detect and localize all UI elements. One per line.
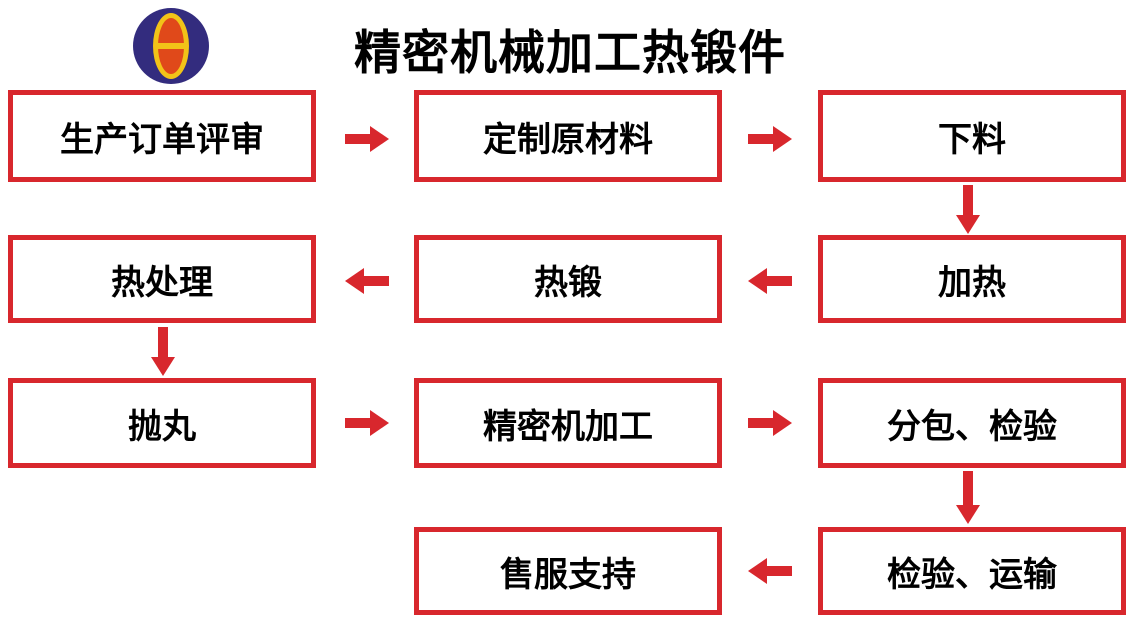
arrow-right-icon xyxy=(748,410,792,436)
node-heating: 加热 xyxy=(818,235,1126,323)
node-after-sales-support: 售服支持 xyxy=(414,527,722,615)
arrow-left-icon xyxy=(748,268,792,294)
node-custom-material: 定制原材料 xyxy=(414,90,722,182)
arrow-down-icon xyxy=(956,185,980,234)
page-title: 精密机械加工热锻件 xyxy=(354,26,786,79)
node-inspection-transport: 检验、运输 xyxy=(818,527,1126,615)
arrow-left-icon xyxy=(345,268,389,294)
arrow-down-icon xyxy=(151,327,175,376)
node-subpackage-inspection: 分包、检验 xyxy=(818,378,1126,468)
node-cutting: 下料 xyxy=(818,90,1126,182)
node-heat-treatment: 热处理 xyxy=(8,235,316,323)
node-order-review: 生产订单评审 xyxy=(8,90,316,182)
arrow-down-icon xyxy=(956,471,980,524)
node-precision-machining: 精密机加工 xyxy=(414,378,722,468)
node-shot-blasting: 抛丸 xyxy=(8,378,316,468)
node-hot-forging: 热锻 xyxy=(414,235,722,323)
company-logo xyxy=(133,8,209,84)
arrow-right-icon xyxy=(345,410,389,436)
arrow-right-icon xyxy=(748,126,792,152)
logo-cross-bar xyxy=(156,43,186,49)
arrow-right-icon xyxy=(345,126,389,152)
arrow-left-icon xyxy=(748,558,792,584)
